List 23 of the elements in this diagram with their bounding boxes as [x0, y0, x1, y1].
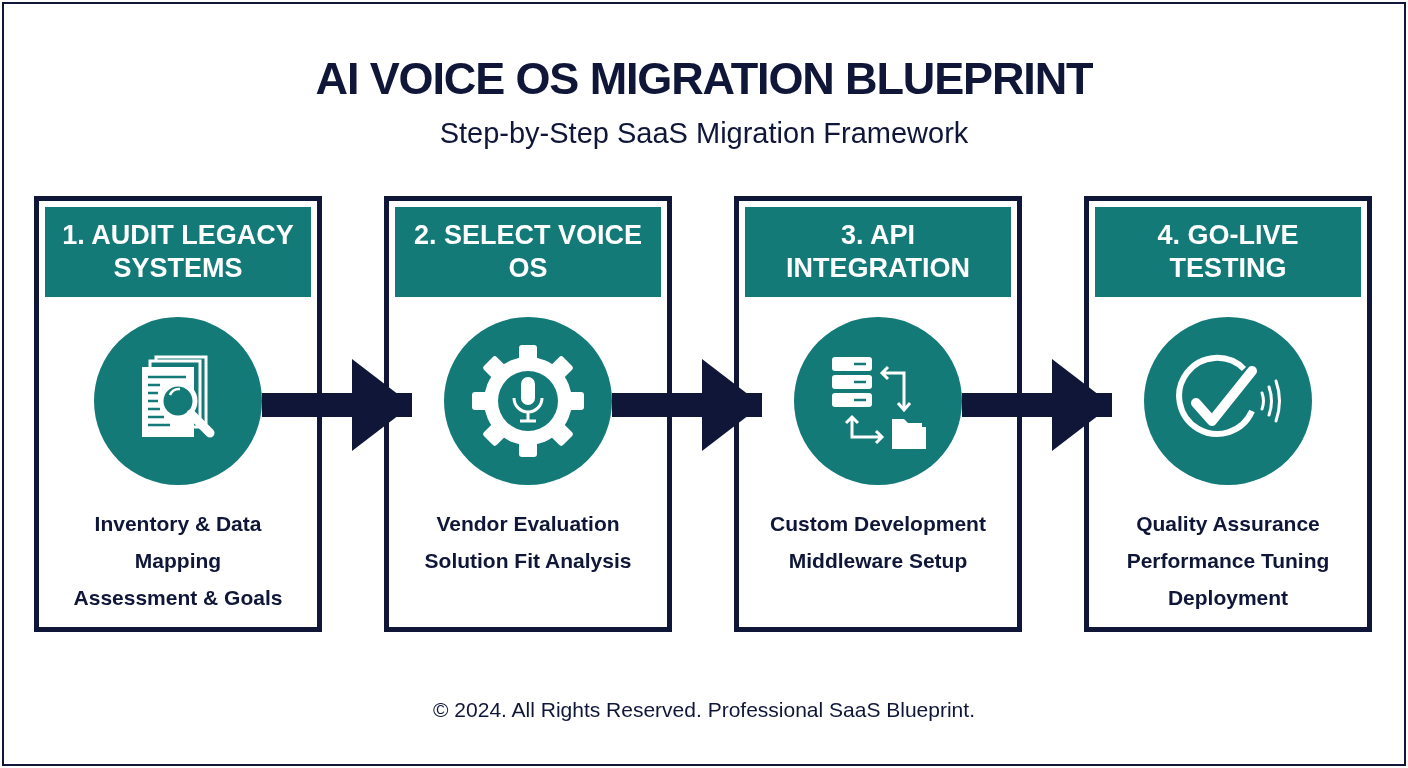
step-detail: Deployment	[1167, 585, 1289, 611]
step-title: 4. GO-LIVE TESTING	[1156, 219, 1300, 285]
subtitle: Step-by-Step SaaS Migration Framework	[439, 116, 969, 150]
step-detail: Solution Fit Analysis	[424, 548, 632, 574]
step-detail: Quality Assurance	[1136, 511, 1320, 537]
step-title: 1. AUDIT LEGACY SYSTEMS	[61, 219, 295, 285]
step-detail: Vendor Evaluation	[436, 511, 620, 537]
step-card	[1084, 196, 1372, 632]
step-card	[734, 196, 1022, 632]
step-detail: Assessment & Goals	[73, 585, 283, 611]
step-detail: Performance Tuning	[1126, 548, 1330, 574]
step-title: 2. SELECT VOICE OS	[412, 219, 644, 285]
step-detail: Inventory & Data Mapping	[93, 511, 263, 574]
footer-note: © 2024. All Rights Reserved. Professional SaaS Blueprint.	[433, 697, 975, 723]
flow-arrow	[962, 359, 1112, 451]
flow-arrow	[262, 359, 412, 451]
step-title: 3. API INTEGRATION	[785, 219, 971, 285]
step-detail: Custom Development	[770, 511, 986, 537]
step-card	[384, 196, 672, 632]
title: AI VOICE OS MIGRATION BLUEPRINT	[315, 52, 1093, 106]
step-detail: Middleware Setup	[788, 548, 968, 574]
step-card	[34, 196, 322, 632]
flow-arrow	[612, 359, 762, 451]
